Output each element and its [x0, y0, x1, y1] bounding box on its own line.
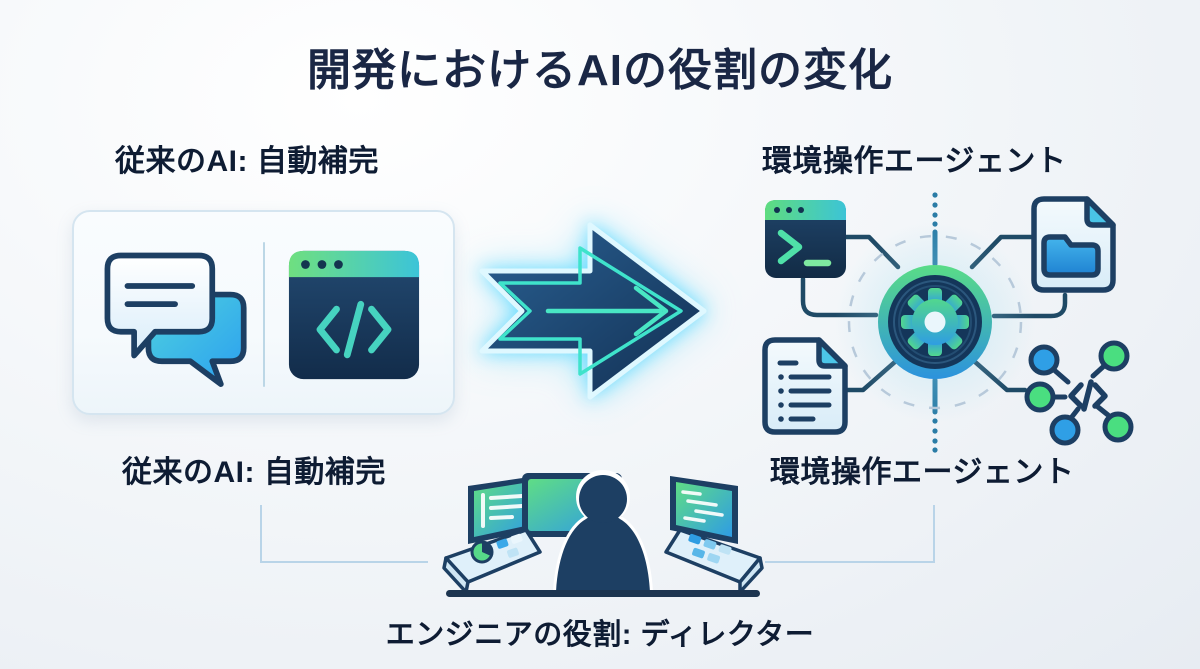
file-folder-icon [1031, 196, 1116, 293]
desk [446, 590, 760, 597]
label-traditional-ai-bottom: 従来のAI: 自動補完 [122, 456, 386, 489]
document-list-icon [762, 337, 848, 435]
traditional-ai-panel [72, 210, 455, 415]
page-title: 開発におけるAIの役割の変化 [307, 46, 893, 95]
node-graph-icon [1024, 340, 1134, 446]
chat-bubbles-icon [104, 252, 247, 387]
monitor-left [468, 476, 536, 544]
terminal-icon [765, 200, 846, 278]
code-window-icon [288, 250, 420, 380]
label-traditional-ai-top: 従来のAI: 自動補完 [115, 145, 379, 178]
connector-left [260, 505, 428, 563]
panel-divider [263, 242, 265, 387]
gear-icon [878, 265, 992, 379]
monitor-right [670, 476, 738, 544]
engineer-console-illustration [442, 470, 764, 597]
label-agent-top: 環境操作エージェント [762, 145, 1067, 178]
transition-arrow-icon [468, 203, 718, 423]
person-silhouette [553, 470, 653, 595]
control-panel-left [442, 528, 542, 594]
connector-right [765, 505, 935, 563]
control-panel-right [664, 528, 764, 594]
engineer-role-caption: エンジニアの役割: ディレクター [385, 619, 815, 651]
hub-dashed-orbit [847, 234, 1023, 410]
label-agent-bottom: 環境操作エージェント [770, 456, 1075, 489]
agent-hub-diagram [762, 192, 1134, 453]
